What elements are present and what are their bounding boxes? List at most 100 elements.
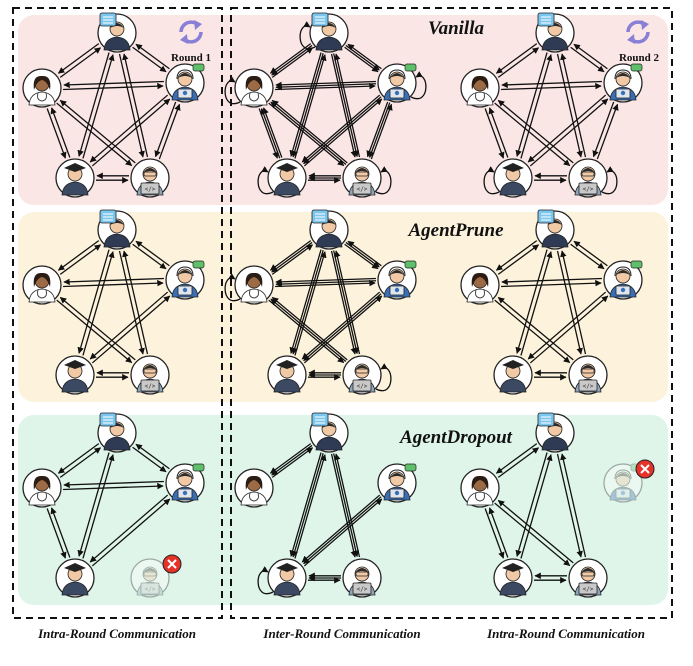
agent-hair [355,168,369,173]
communication-arrow [294,54,327,159]
support-agent-headset-icon [603,63,643,103]
communication-arrow [303,98,383,167]
communication-arrow [289,452,322,557]
communication-arrow [501,277,602,286]
graduate-cap-icon [55,558,95,598]
communication-arrow [303,496,382,565]
communication-arrow [344,46,379,73]
graduation-cap [64,563,86,572]
chat-bubble-icon [630,260,643,269]
laptop-logo [620,490,626,496]
female-doctor-icon [234,68,274,108]
agent-body [103,233,131,248]
refresh-arrowhead [194,20,202,30]
female-doctor-icon [460,68,500,108]
support-agent-headset-icon [377,260,417,300]
graduate-cap-icon [267,355,307,395]
programmer-laptop-icon: </> [130,158,170,198]
graduation-cap [276,360,298,369]
agent-body [103,36,131,51]
laptop-icon [140,182,160,195]
programmer-laptop-icon: </> [342,558,382,598]
communication-arrow [89,94,169,163]
agent-hair [390,473,404,478]
analyst-with-speech-bubble-icon [97,412,137,453]
laptop-icon [578,379,598,392]
communication-arrow [368,102,391,158]
agent-body [28,491,56,506]
agent-hair [33,75,51,90]
inter-round-dashed-box [230,7,673,619]
agent-body [315,36,343,51]
communication-arrow [59,244,102,275]
communication-arrow [275,277,376,286]
glasses-icon [355,171,369,177]
communication-arrow [135,43,170,70]
communication-arrow [495,443,538,474]
communication-arrow [260,108,281,159]
analyst-with-speech-bubble-icon [97,209,137,250]
agent-body [499,581,527,596]
agent-hair [471,75,489,90]
headset-icon [176,266,194,277]
communication-arrow [497,99,574,164]
graduation-cap [502,163,524,172]
graduate-cap-icon [267,558,307,598]
refresh-round-icon [626,20,650,44]
communication-arrow [520,54,553,159]
communication-arrow [529,98,609,167]
agent-body [609,486,637,501]
agent-body [61,181,89,196]
agent-body [466,491,494,506]
agent-hair [581,365,595,370]
communication-arrow [495,43,538,74]
stethoscope-icon [37,492,47,502]
code-symbol: </> [583,186,594,193]
agent-node-circle [130,558,170,598]
communication-arrow [497,47,540,78]
communication-arrow [560,250,587,355]
headset-icon [388,266,406,277]
communication-arrow [520,454,553,559]
programmer-laptop-icon: </> [342,355,382,395]
communication-arrow [370,103,393,160]
communication-arrow [556,250,583,355]
communication-arrow [59,99,136,164]
agent-hair [143,568,157,573]
glasses-icon [143,571,157,577]
agent-hair [178,473,192,478]
code-symbol: </> [357,186,368,193]
analyst-with-speech-bubble-icon [309,412,349,453]
self-loop-arrow [257,566,274,595]
laptop-logo [620,287,626,293]
row-background [18,15,668,205]
drop-cross [167,559,177,569]
communication-arrow [132,46,167,73]
agent-hair [581,168,595,173]
laptop-icon [578,582,598,595]
communication-arrow [484,508,505,559]
communication-arrow [291,452,324,558]
communication-arrow [118,53,145,158]
communication-arrow [488,107,509,158]
communication-arrow [63,82,164,91]
communication-arrow [132,446,167,473]
communication-arrow [301,291,381,360]
communication-arrow [333,250,359,355]
code-symbol: </> [145,186,156,193]
communication-arrow [118,250,145,355]
communication-arrow [122,250,149,355]
graduation-cap [502,360,524,369]
caption-intra-round-right: Intra-Round Communication [486,626,645,641]
communication-arrow [330,53,357,158]
laptop-logo [620,90,626,96]
communication-arrow [158,103,181,160]
communication-arrow [270,101,347,166]
communication-arrow [270,298,347,363]
support-agent-headset-icon [603,260,643,300]
self-loop-arrow [375,166,392,195]
communication-arrow [63,480,164,489]
graduate-cap-icon [493,558,533,598]
agent-body [240,91,268,106]
code-symbol: </> [357,586,368,593]
